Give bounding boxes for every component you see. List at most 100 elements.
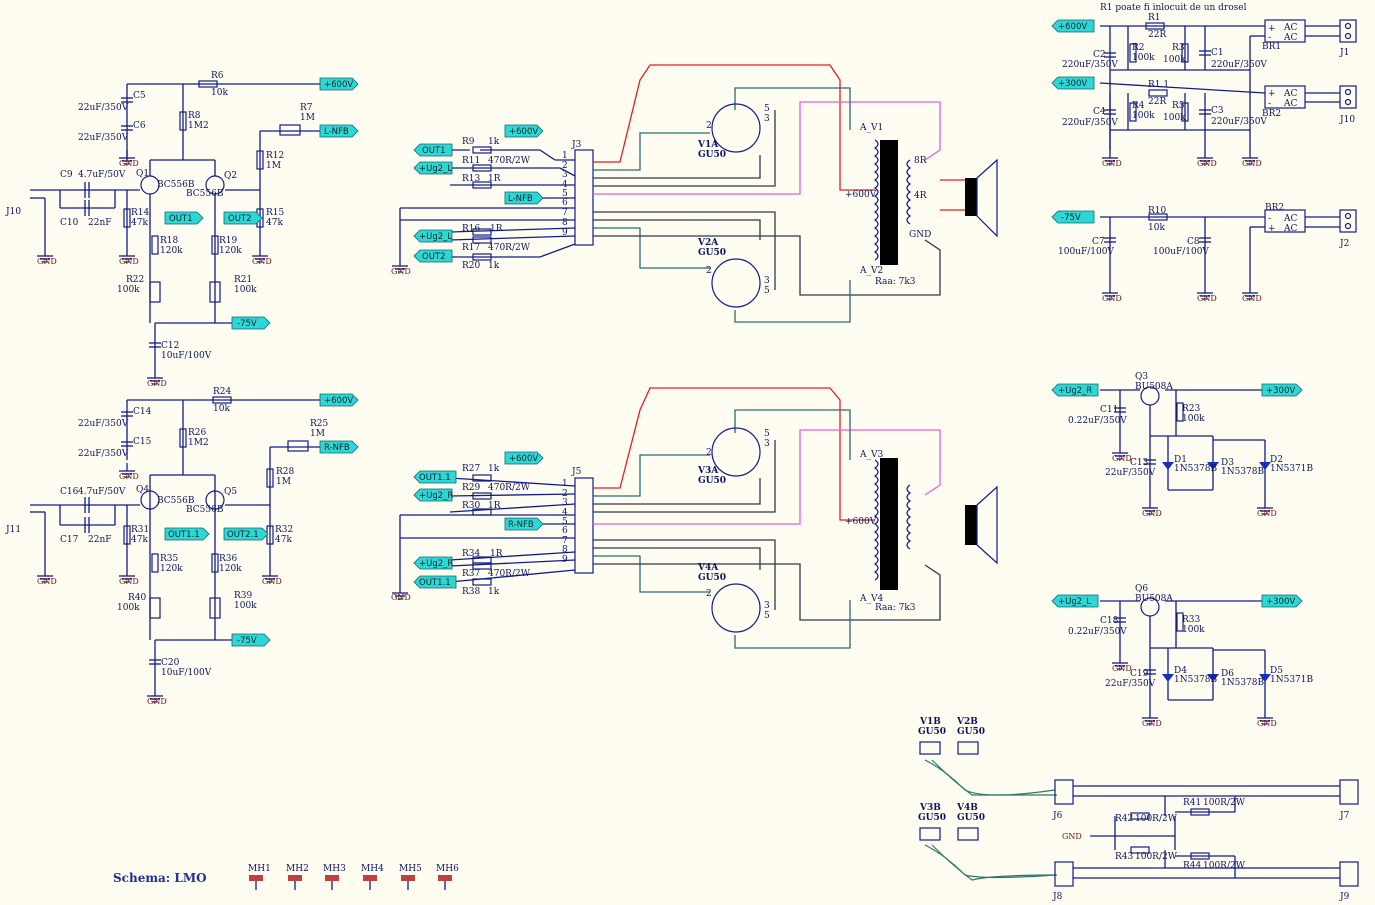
r27-label: R27	[462, 464, 481, 474]
heater-gnd-label: GND	[1062, 832, 1082, 841]
mh6-label: MH6	[436, 864, 459, 874]
tag-out1: OUT1	[169, 214, 193, 224]
v3a-pin5: 5	[764, 429, 770, 439]
gnd-label-15: GND	[1242, 159, 1262, 168]
r39-value: 100k	[234, 601, 257, 611]
br2b-minus: -	[1268, 214, 1271, 224]
net-tags: +600V L-NFB OUT1 OUT2 -75V +600V R-NFB O…	[164, 19, 1303, 647]
xfmr-av2-label: A_V2	[859, 266, 883, 276]
br2b-plus: +	[1268, 224, 1276, 234]
r6-label: R6	[211, 71, 224, 81]
r5-label: R5	[1172, 101, 1185, 111]
xfmr-av1-label: A_V1	[859, 123, 883, 133]
q3-label: Q3	[1135, 372, 1148, 382]
r37-label: R37	[462, 569, 481, 579]
c6-value: 22uF/350V	[78, 133, 129, 143]
d2-type: 1N5371B	[1270, 464, 1314, 474]
gnd-label-14: GND	[1197, 159, 1217, 168]
c8-label: C8	[1187, 237, 1200, 247]
c7-label: C7	[1092, 237, 1105, 247]
v3a-type: GU50	[698, 476, 726, 486]
output-stage-bottom	[593, 387, 998, 649]
gnd-label-11: GND	[147, 697, 167, 706]
tag-j3-p600: +600V	[509, 127, 538, 137]
gnd-label-5: GND	[147, 379, 167, 388]
v1a-pin2: 2	[706, 121, 712, 131]
j3-pin-3: 3	[562, 170, 568, 180]
r20-value: 1k	[488, 261, 500, 271]
j5-pin-5: 5	[562, 517, 568, 527]
r39-label: R39	[234, 591, 253, 601]
c18-value: 0.22uF/350V	[1068, 627, 1127, 637]
v1b-type: GU50	[918, 727, 946, 737]
r26-label: R26	[188, 428, 207, 438]
gnd-label-6: GND	[391, 267, 411, 276]
xfmr-4r-label: 4R	[914, 191, 927, 201]
tag-out21: OUT2.1	[227, 530, 259, 540]
j5-pin-7: 7	[562, 536, 568, 546]
r1-value: 22R	[1148, 30, 1166, 40]
gnd-label-8: GND	[119, 472, 139, 481]
j8-label: J8	[1052, 892, 1063, 902]
c14-value: 22uF/350V	[78, 419, 129, 429]
d6-type: 1N5378B	[1221, 678, 1265, 688]
c10-value: 22nF	[88, 218, 112, 228]
r19-value: 120k	[219, 246, 242, 256]
c20-value: 10uF/100V	[161, 668, 212, 678]
r26-value: 1M2	[188, 438, 209, 448]
gnd-label-4: GND	[252, 257, 272, 266]
br1-ac-2: AC	[1283, 33, 1297, 43]
r17-label: R17	[462, 243, 481, 253]
q2-label: Q2	[224, 171, 237, 181]
v3a-pin2: 2	[706, 448, 712, 458]
gnd-label-2: GND	[119, 159, 139, 168]
regulator-l	[1100, 597, 1274, 725]
xfmr-8r-label: 8R	[914, 156, 927, 166]
c16-value: 4.7uF/50V	[78, 487, 126, 497]
tag-j3-ug2l: +Ug2_L	[419, 164, 452, 174]
tube-v3a	[711, 427, 761, 477]
c20-label: C20	[161, 658, 180, 668]
br2b-ac-2: AC	[1283, 224, 1297, 234]
c2-value: 220uF/350V	[1062, 60, 1118, 70]
gnd-label-18: GND	[1242, 294, 1262, 303]
gnd-label-12: GND	[391, 593, 411, 602]
r35-label: R35	[160, 554, 179, 564]
tag-j5-ug2r: +Ug2_R	[419, 491, 453, 501]
j7-label: J7	[1339, 811, 1350, 821]
mh5-label: MH5	[399, 864, 422, 874]
r16-value: 1R	[490, 224, 503, 234]
r30-value: 1R	[488, 501, 501, 511]
v2b-type: GU50	[957, 727, 985, 737]
c4-value: 220uF/350V	[1062, 118, 1118, 128]
r36-label: R36	[219, 554, 238, 564]
c5-value: 22uF/350V	[78, 103, 129, 113]
xfmr-top-b-label: +600V	[845, 190, 877, 200]
d2-label: D2	[1270, 455, 1283, 465]
c3-label: C3	[1211, 106, 1224, 116]
v1b-label: V1B	[919, 717, 941, 727]
j3-pin-2: 2	[562, 161, 568, 171]
r11-label: R11	[462, 156, 480, 166]
r20-label: R20	[462, 261, 481, 271]
r22-value: 100k	[117, 285, 140, 295]
gnd-label-16: GND	[1102, 294, 1122, 303]
psu-note: R1 poate fi inlocuit de un drosel	[1100, 3, 1247, 13]
connector-j3-block	[391, 146, 594, 273]
c12-value: 10uF/100V	[161, 351, 212, 361]
tag-j3-lnfb: L-NFB	[508, 194, 533, 204]
gnd-label-23: GND	[1142, 719, 1162, 728]
r28-label: R28	[276, 467, 295, 477]
connector-j5-block	[391, 474, 594, 600]
d3-label: D3	[1221, 458, 1234, 468]
r17-value: 470R/2W	[488, 243, 531, 253]
d1-type: 1N5378B	[1174, 464, 1218, 474]
r28-value: 1M	[276, 477, 291, 487]
r11b-value: 22R	[1148, 97, 1166, 107]
lower-preamp	[30, 396, 320, 703]
upper-preamp	[30, 80, 320, 385]
r3-value: 100k	[1163, 55, 1186, 65]
j3-pin-4: 4	[562, 180, 568, 190]
